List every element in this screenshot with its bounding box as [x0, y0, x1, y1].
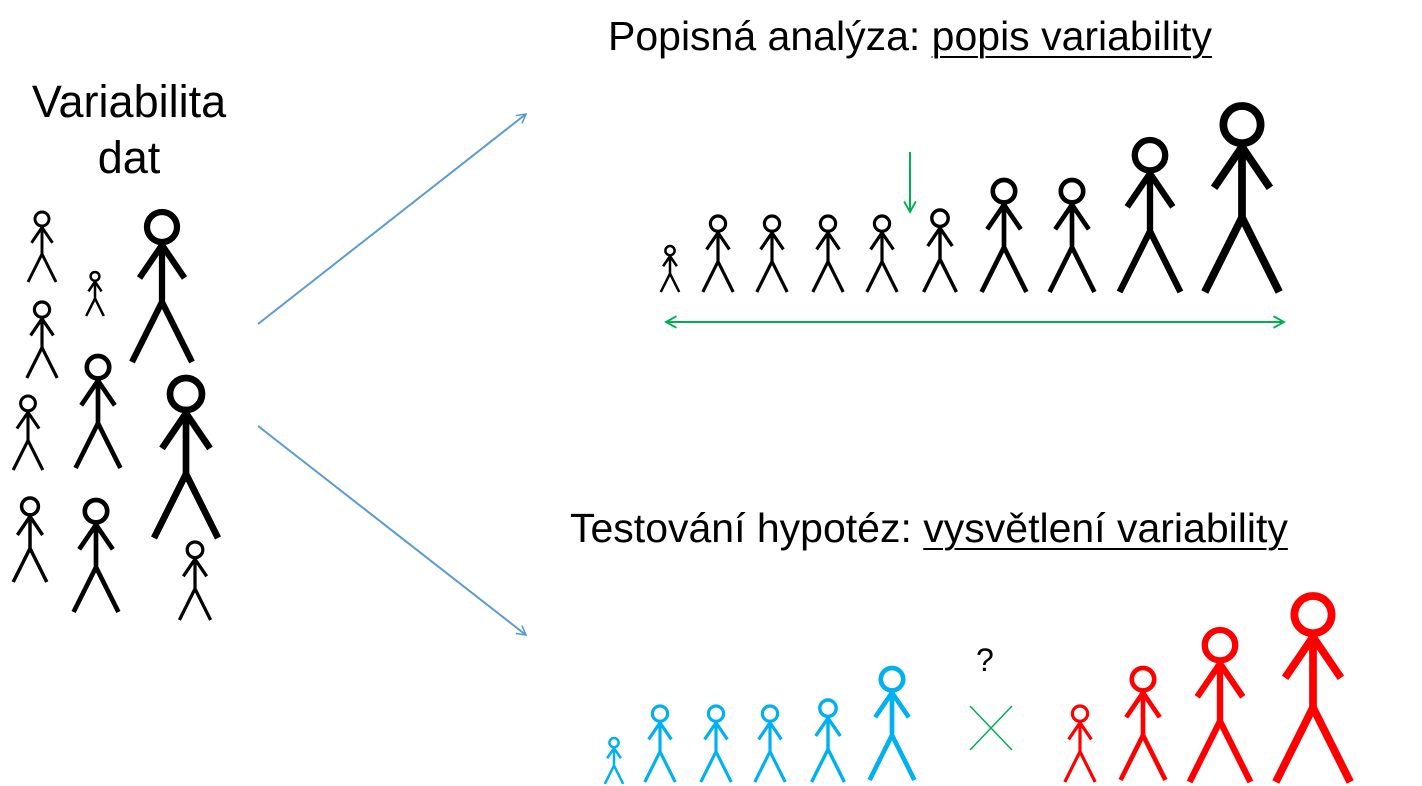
- stick-figure-icon: [701, 214, 735, 293]
- stick-figure-icon: [1047, 177, 1097, 294]
- stick-figure-icon: [659, 244, 681, 293]
- group-a-population: [603, 665, 917, 785]
- group-b-population: [1063, 592, 1354, 784]
- stick-figure-icon: [1118, 665, 1168, 782]
- stick-figure-icon: [811, 214, 845, 293]
- sorted-population: [659, 102, 1283, 294]
- descriptive-analysis-title: Popisná analýza: popis variability: [608, 10, 1212, 62]
- stick-figure-icon: [810, 698, 846, 783]
- hypothesis-testing-title: Testování hypotéz: vysvětlení variabilit…: [570, 502, 1288, 554]
- stick-figure-icon: [11, 394, 45, 471]
- stick-figure-icon: [1201, 102, 1283, 294]
- descriptive-analysis-emphasis: popis variability: [931, 13, 1212, 59]
- stick-figure-icon: [11, 496, 49, 583]
- stick-figure-icon: [73, 353, 123, 470]
- arrow-to-descriptive: [257, 112, 528, 325]
- stick-figure-icon: [753, 704, 787, 783]
- descriptive-analysis-prefix: Popisná analýza:: [608, 13, 932, 59]
- scattered-population: [11, 208, 221, 621]
- variability-title-line2: dat: [97, 132, 161, 183]
- stick-figure-icon: [71, 497, 121, 614]
- stick-figure-icon: [979, 177, 1029, 294]
- stick-figure-icon: [1186, 626, 1254, 784]
- stick-figure-icon: [1063, 704, 1097, 783]
- stick-figure-icon: [922, 208, 958, 293]
- stick-figure-icon: [129, 208, 195, 364]
- stick-figure-icon: [25, 300, 59, 379]
- arrow-to-hypothesis: [257, 425, 528, 637]
- variability-title-line1: Variabilita: [31, 76, 227, 127]
- stick-figure-icon: [699, 704, 733, 783]
- versus-cross-icon: [969, 705, 1013, 751]
- question-mark: ?: [976, 642, 994, 678]
- stick-figure-icon: [643, 704, 677, 783]
- stick-figure-icon: [177, 540, 213, 621]
- hypothesis-testing-prefix: Testování hypotéz:: [570, 505, 924, 551]
- hypothesis-testing-emphasis: vysvětlení variability: [923, 505, 1288, 551]
- stick-figure-icon: [603, 736, 625, 785]
- stick-figure-icon: [151, 374, 221, 540]
- stick-figure-icon: [26, 210, 58, 283]
- stick-figure-icon: [85, 270, 105, 317]
- stick-figure-icon: [1116, 136, 1184, 294]
- stick-figure-icon: [865, 214, 899, 293]
- stick-figure-icon: [755, 214, 789, 293]
- stick-figure-icon: [867, 665, 917, 782]
- stick-figure-icon: [1272, 592, 1354, 784]
- variability-title: Variabilita dat: [0, 74, 258, 186]
